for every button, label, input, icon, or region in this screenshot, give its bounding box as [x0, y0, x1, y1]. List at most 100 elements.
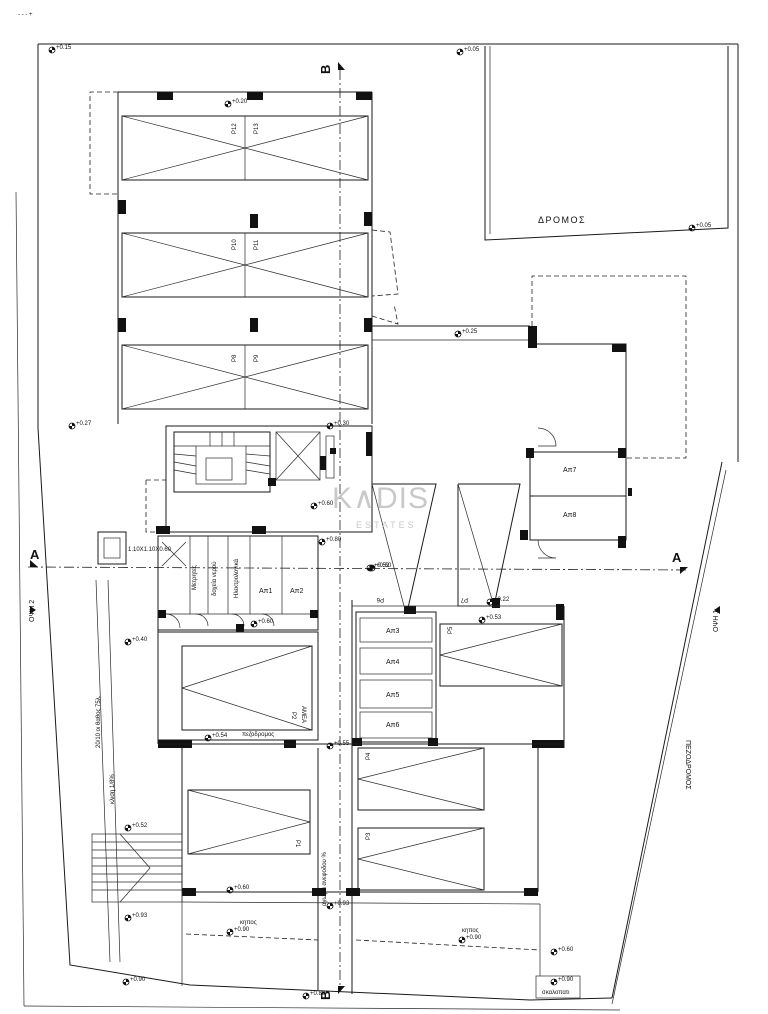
elevation-value: +0.60: [376, 563, 392, 569]
elevation-symbol-fill: [125, 825, 131, 831]
bay-amea: ΑΜΕΑ: [300, 706, 306, 723]
elevation-marker: +0.25: [454, 329, 478, 338]
elevation-symbol-fill: [227, 929, 233, 935]
storage-ap8: Απ8: [563, 512, 576, 519]
elevation-symbol-fill: [327, 423, 333, 429]
elevation-value: +0.60: [234, 885, 250, 891]
elevation-marker: +0.60: [550, 947, 574, 956]
elevation-value: +0.05: [696, 223, 712, 229]
elevation-symbol-fill: [551, 949, 557, 955]
elevation-symbol-fill: [369, 565, 375, 571]
bays-p3-p4: P4 P3: [357, 747, 485, 891]
elevation-symbol-fill: [327, 743, 333, 749]
storage-ap7: Απ7: [563, 467, 576, 474]
elevation-symbol-fill: [479, 617, 485, 623]
elevation-marker: +0.22: [486, 597, 510, 606]
elevation-value: +0.90: [234, 927, 250, 933]
drawing-frame: [37, 43, 739, 462]
elevation-symbol-fill: [311, 503, 317, 509]
storage-ap4: Απ4: [386, 659, 399, 666]
left-ramp: 20/10 οι θαθος 75λ. κλιση 1/8% αγωγοι αν…: [95, 579, 328, 963]
bay-p4: P4: [366, 752, 372, 760]
pedestrian-note: πεζοδρομος: [242, 732, 274, 738]
elevation-marker: +0.60: [310, 501, 334, 510]
slope-left-note: κλιση 1/8%: [110, 774, 116, 804]
elevation-symbol-fill: [457, 49, 463, 55]
plot-boundary: [15, 191, 727, 1011]
elevation-value: +0.90: [130, 977, 146, 983]
elevation-symbol-fill: [123, 979, 129, 985]
watermark-sub: ESTATES: [356, 520, 417, 530]
elevation-value: +0.60: [558, 947, 574, 953]
elevation-marker: +0.80: [302, 991, 326, 1000]
section-axis-a: A A: [27, 547, 689, 574]
elevation-value: +0.54: [212, 733, 228, 739]
elevation-marker: +0.20: [224, 99, 248, 108]
side-1-label: ΟΨΗ 1: [713, 610, 720, 632]
elevation-marker: +0.52: [124, 823, 148, 832]
stair-core: [145, 425, 373, 534]
lift-box: 1.10X1.10X0.60: [97, 531, 172, 565]
axis-a-left: A: [30, 547, 40, 562]
axis-b-bottom: B: [318, 991, 333, 1000]
garden-label-2: κηπος: [462, 928, 479, 934]
bay-p1: P1: [294, 840, 300, 848]
service-rooms: Μετρητες δοχεία νερού Ηλεκτρολογικά Απ1 …: [157, 535, 319, 632]
elevation-marker: +0.90: [122, 977, 146, 986]
elevation-marker: +0.60: [226, 885, 250, 894]
elevation-symbol-fill: [225, 101, 231, 107]
watermark-brand: K∧DIS: [332, 482, 429, 515]
elevation-marker: +0.54: [204, 733, 228, 742]
elevation-marker: +0.60: [368, 563, 392, 572]
elevation-marker: +0.05: [456, 47, 480, 56]
elevation-symbol-fill: [125, 639, 131, 645]
elevation-symbol-fill: [227, 887, 233, 893]
section-axis-b: B B: [318, 62, 345, 1000]
elevation-value: +0.30: [334, 421, 350, 427]
elevation-marker: +0.30: [326, 421, 350, 430]
elevation-value: +0.90: [466, 935, 482, 941]
bay-p13: P13: [254, 123, 260, 134]
elevation-marker: +0.90: [550, 977, 574, 986]
elevation-value: +0.60: [258, 619, 274, 625]
bay-p2: P2: [290, 712, 296, 720]
elevation-value: +0.80: [326, 537, 342, 543]
ramp-center-note: αγωγοι ανεφοδου %: [322, 852, 328, 906]
bay-p5: P5: [448, 626, 454, 634]
elevation-symbol-fill: [319, 539, 325, 545]
elevation-value: +0.52: [132, 823, 148, 829]
elevation-symbol-fill: [49, 47, 55, 53]
bay-p11: P11: [254, 239, 260, 250]
bay-p12: P12: [232, 123, 238, 134]
elevation-marker: +0.60: [250, 619, 274, 628]
elevation-symbol-fill: [205, 735, 211, 741]
elevation-marker: +0.93: [124, 913, 148, 922]
elevation-marker: +0.40: [124, 637, 148, 646]
storage-column: Απ3 Απ4 Απ5 Απ6: [352, 611, 438, 746]
meter-room: Μετρητες: [192, 565, 198, 590]
garden-label-3: σκαλοπατι: [542, 990, 570, 996]
elevation-value: +0.93: [132, 913, 148, 919]
elevation-value: +0.27: [76, 421, 92, 427]
elevation-marker: +0.53: [478, 615, 502, 624]
elevation-symbol-fill: [487, 599, 493, 605]
road-block: ΔΡΟΜΟΣ: [484, 46, 729, 241]
storage-ap2: Απ2: [290, 588, 303, 595]
ramp-left-note: 20/10 οι θαθος 75λ.: [96, 695, 102, 748]
elevation-markers: +0.15+0.05+0.20+0.05+0.25+0.27+0.30+0.60…: [48, 45, 712, 1000]
lower-structure: [157, 536, 565, 994]
elevation-value: +0.20: [232, 99, 248, 105]
parking-block-top: P12 P13 P10 P11 P8 P9: [89, 91, 399, 424]
elevation-marker: +0.90: [458, 935, 482, 944]
elevation-symbol-fill: [455, 331, 461, 337]
water-tanks-room: δοχεία νερού: [212, 561, 218, 596]
elevation-marker: +0.27: [68, 421, 92, 430]
axis-b-top: B: [318, 65, 333, 74]
elevation-marker: +0.80: [318, 537, 342, 546]
elevation-value: +0.52: [374, 563, 390, 569]
elevation-symbol-fill: [551, 979, 557, 985]
elevation-marker: +0.90: [226, 927, 250, 936]
bay-p8: P8: [232, 354, 238, 362]
bay-p3: P3: [366, 832, 372, 840]
